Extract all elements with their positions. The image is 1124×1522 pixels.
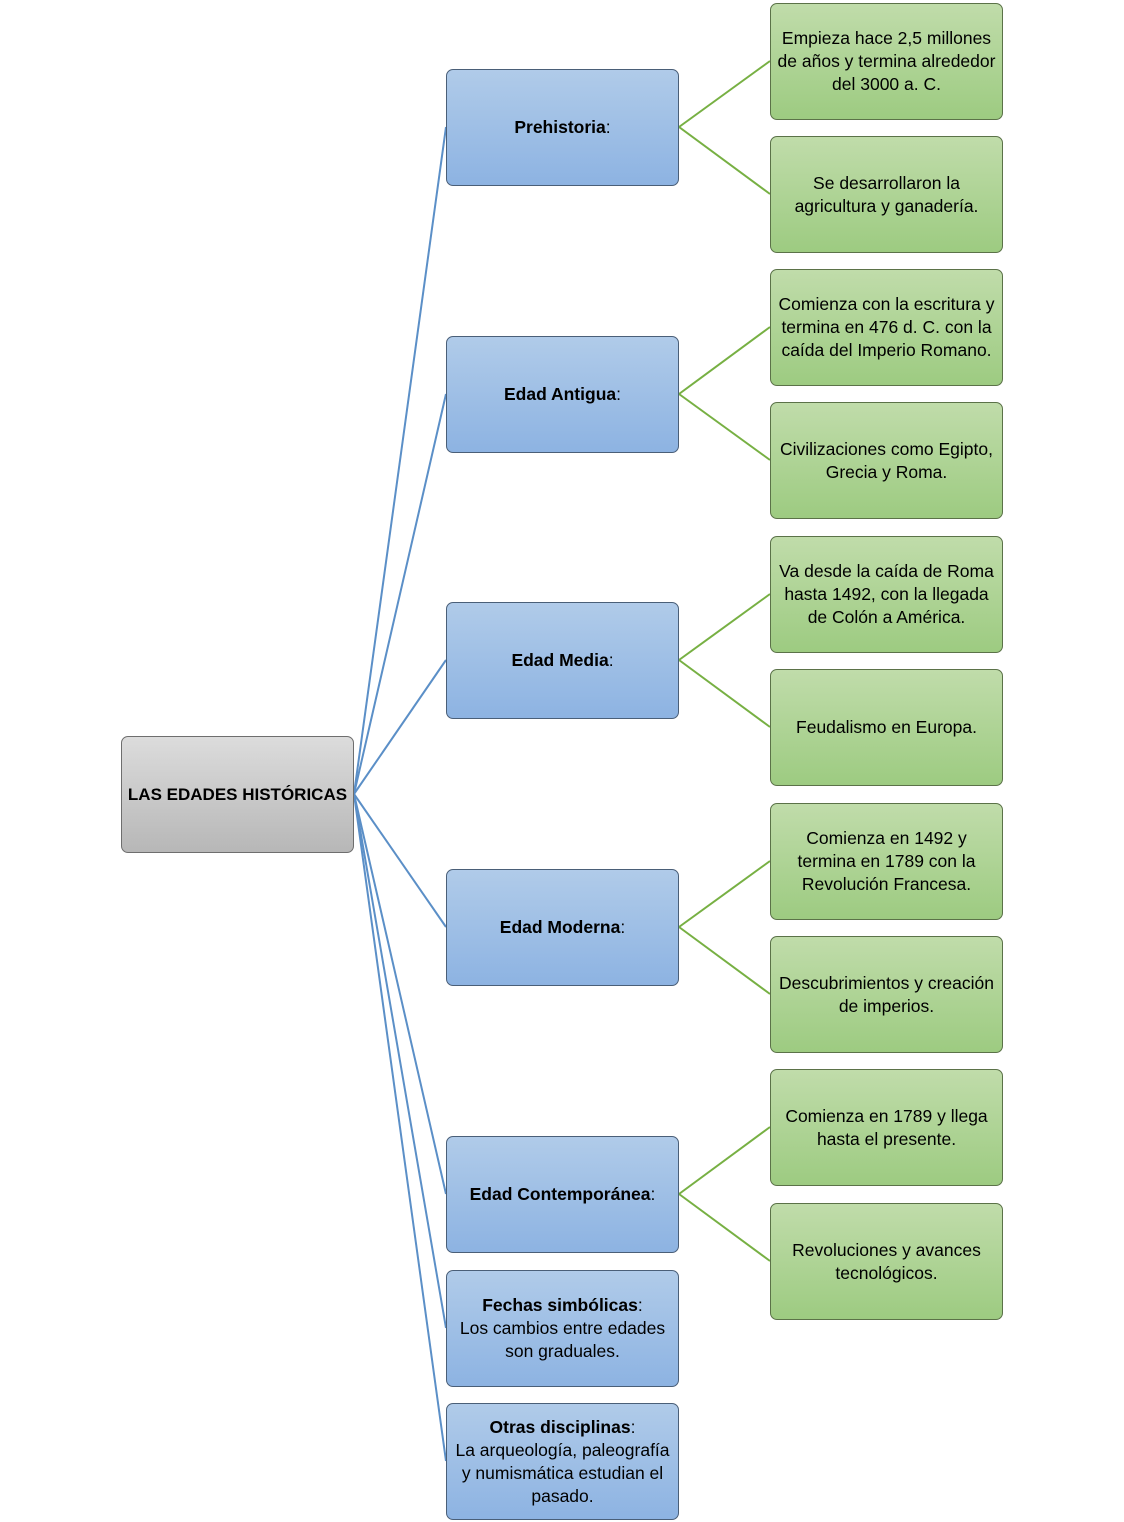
- leaf-text: Comienza en 1789 y llega hasta el presen…: [785, 1105, 988, 1149]
- branch-title: Edad Antigua: [503, 384, 617, 404]
- leaf-node: Feudalismo en Europa.: [770, 669, 1003, 786]
- branch-title: Fechas simbólicas: [482, 1295, 638, 1315]
- branch-title: Prehistoria: [514, 117, 606, 137]
- connector-fechas-simbolicas: [353, 793, 447, 1329]
- root-label: LAS EDADES HISTÓRICAS: [127, 785, 348, 804]
- leaf-text: Descubrimientos y creación de imperios.: [779, 972, 994, 1016]
- connector-edad-media: [353, 659, 447, 795]
- leaf-text: Comienza en 1492 y termina en 1789 con l…: [797, 828, 976, 894]
- leaf-node: Va desde la caída de Roma hasta 1492, co…: [770, 536, 1003, 653]
- leaf-node: Comienza con la escritura y termina en 4…: [770, 269, 1003, 386]
- branch-title: Edad Media: [511, 650, 609, 670]
- connector-otras-disciplinas: [353, 793, 447, 1462]
- leaf-text: Empieza hace 2,5 millones de años y term…: [777, 28, 996, 94]
- connector-green: [678, 926, 771, 995]
- branch-suffix: :: [630, 1416, 636, 1437]
- leaf-text: Va desde la caída de Roma hasta 1492, co…: [779, 561, 994, 627]
- leaf-text: Se desarrollaron la agricultura y ganade…: [794, 172, 979, 216]
- branch-title: Edad Moderna: [499, 917, 621, 937]
- branch-suffix: :: [608, 650, 614, 670]
- branch-suffix: :: [616, 384, 621, 404]
- leaf-node: Revoluciones y avances tecnológicos.: [770, 1203, 1003, 1320]
- connector-green: [678, 659, 771, 728]
- leaf-node: Empieza hace 2,5 millones de años y term…: [770, 3, 1003, 120]
- connector-green: [678, 326, 771, 395]
- leaf-node: Civilizaciones como Egipto, Grecia y Rom…: [770, 402, 1003, 519]
- branch-edad-media: Edad Media:: [446, 602, 679, 719]
- leaf-node: Descubrimientos y creación de imperios.: [770, 936, 1003, 1053]
- branch-edad-moderna: Edad Moderna:: [446, 869, 679, 986]
- connector-green: [678, 1126, 771, 1195]
- branch-title: Otras disciplinas: [489, 1416, 631, 1437]
- root-node: LAS EDADES HISTÓRICAS: [121, 736, 354, 853]
- connector-green: [678, 593, 771, 661]
- branch-suffix: :: [620, 917, 626, 937]
- leaf-text: Civilizaciones como Egipto, Grecia y Rom…: [779, 438, 993, 482]
- connector-green: [678, 860, 771, 928]
- branch-otras-disciplinas: Otras disciplinas: La arqueología, paleo…: [446, 1403, 679, 1520]
- connector-edad-contemporanea: [353, 793, 447, 1195]
- leaf-node: Comienza en 1789 y llega hasta el presen…: [770, 1069, 1003, 1186]
- branch-edad-antigua: Edad Antigua:: [446, 336, 679, 453]
- connector-edad-moderna: [353, 793, 447, 928]
- branch-text: Los cambios entre edades son graduales.: [459, 1318, 666, 1361]
- branch-title: Edad Contemporánea: [469, 1184, 651, 1204]
- leaf-node: Se desarrollaron la agricultura y ganade…: [770, 136, 1003, 253]
- connector-green: [678, 1193, 771, 1262]
- leaf-node: Comienza en 1492 y termina en 1789 con l…: [770, 803, 1003, 920]
- branch-suffix: :: [650, 1184, 656, 1204]
- connector-green: [678, 60, 771, 128]
- connector-edad-antigua: [353, 393, 447, 795]
- branch-fechas-simbolicas: Fechas simbólicas: Los cambios entre eda…: [446, 1270, 679, 1387]
- branch-suffix: :: [637, 1295, 643, 1315]
- branch-prehistoria: Prehistoria:: [446, 69, 679, 186]
- leaf-text: Feudalismo en Europa.: [796, 717, 977, 737]
- connector-green: [678, 393, 771, 461]
- branch-suffix: :: [605, 117, 611, 137]
- branch-text: La arqueología, paleografía y numismátic…: [455, 1439, 670, 1506]
- branch-edad-contemporanea: Edad Contemporánea:: [446, 1136, 679, 1253]
- connector-prehistoria: [353, 126, 447, 795]
- connector-green: [678, 126, 771, 195]
- leaf-text: Revoluciones y avances tecnológicos.: [792, 1239, 981, 1283]
- leaf-text: Comienza con la escritura y termina en 4…: [778, 294, 995, 360]
